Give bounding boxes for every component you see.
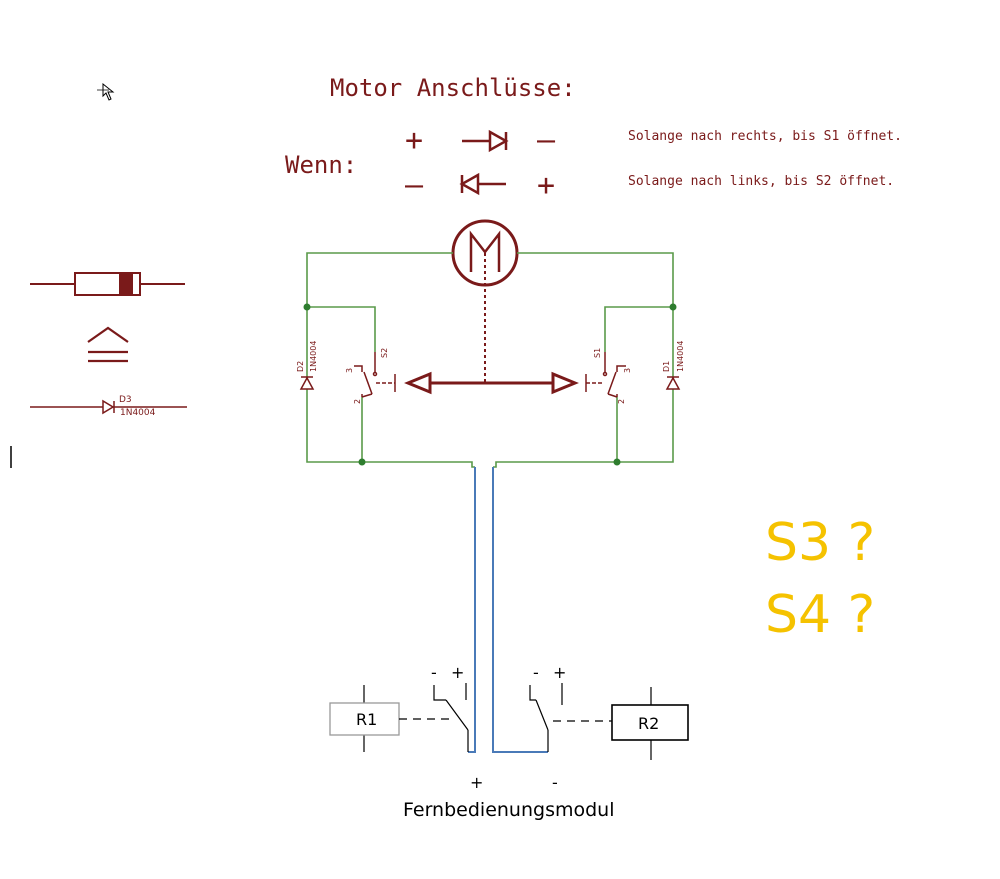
switch-s2-ref: S2 [380, 348, 389, 358]
diode-d3-part: 1N4004 [120, 408, 156, 418]
double-arrow-icon [404, 371, 579, 395]
diode-d2-symbol [299, 376, 315, 390]
module-label: Fernbedienungsmodul [403, 799, 614, 821]
output-plus: + [470, 773, 483, 792]
diode-d3-symbol [30, 399, 187, 415]
diode-d3-ref: D3 [119, 395, 132, 405]
diode-d1-part: 1N4004 [676, 341, 685, 372]
motor-label: M [0, 0, 1, 1]
relay-r2-minus: - [533, 663, 539, 682]
switch-s2-symbol [354, 352, 396, 398]
relay-r1-plus: + [451, 663, 464, 682]
junction-dots [303, 303, 677, 466]
move-cursor-icon [97, 82, 115, 101]
diode-d1-symbol [665, 376, 681, 390]
arrow-right-icon [462, 129, 509, 153]
condition-label: Wenn: [285, 151, 357, 179]
blue-wiring [468, 467, 548, 753]
question-s3: S3 ? [765, 513, 875, 573]
diode-d2-ref: D2 [296, 361, 305, 372]
rule-2-left-sign: – [405, 168, 424, 203]
output-minus: - [552, 773, 558, 792]
relay-r1 [329, 683, 469, 752]
diode-package-icon [30, 272, 185, 296]
relay-r2-label: R2 [638, 714, 659, 733]
rule-2-text: Solange nach links, bis S2 öffnet. [628, 174, 894, 189]
green-wiring [306, 252, 674, 468]
switch-s1-pin2: 2 [617, 399, 626, 404]
switch-s2-pin3: 3 [345, 368, 354, 373]
relay-r1-label: R1 [356, 710, 377, 729]
title: Motor Anschlüsse: [330, 74, 576, 102]
rule-1-right-sign: – [537, 123, 556, 158]
relay-r1-minus: - [431, 663, 437, 682]
diode-d2-part: 1N4004 [309, 341, 318, 372]
question-s4: S4 ? [765, 585, 875, 645]
relay-r2-plus: + [553, 663, 566, 682]
rule-1-left-sign: + [405, 123, 423, 158]
switch-s1-ref: S1 [593, 348, 602, 358]
rule-1-text: Solange nach rechts, bis S1 öffnet. [628, 129, 902, 144]
diode-d1-ref: D1 [662, 361, 671, 372]
equivalent-icon [87, 326, 129, 363]
arrow-left-icon [459, 172, 506, 196]
relay-r2 [529, 683, 689, 760]
switch-s2-pin2: 2 [353, 399, 362, 404]
switch-s1-symbol [585, 352, 626, 398]
switch-s1-pin3: 3 [623, 368, 632, 373]
rule-2-right-sign: + [537, 168, 555, 203]
